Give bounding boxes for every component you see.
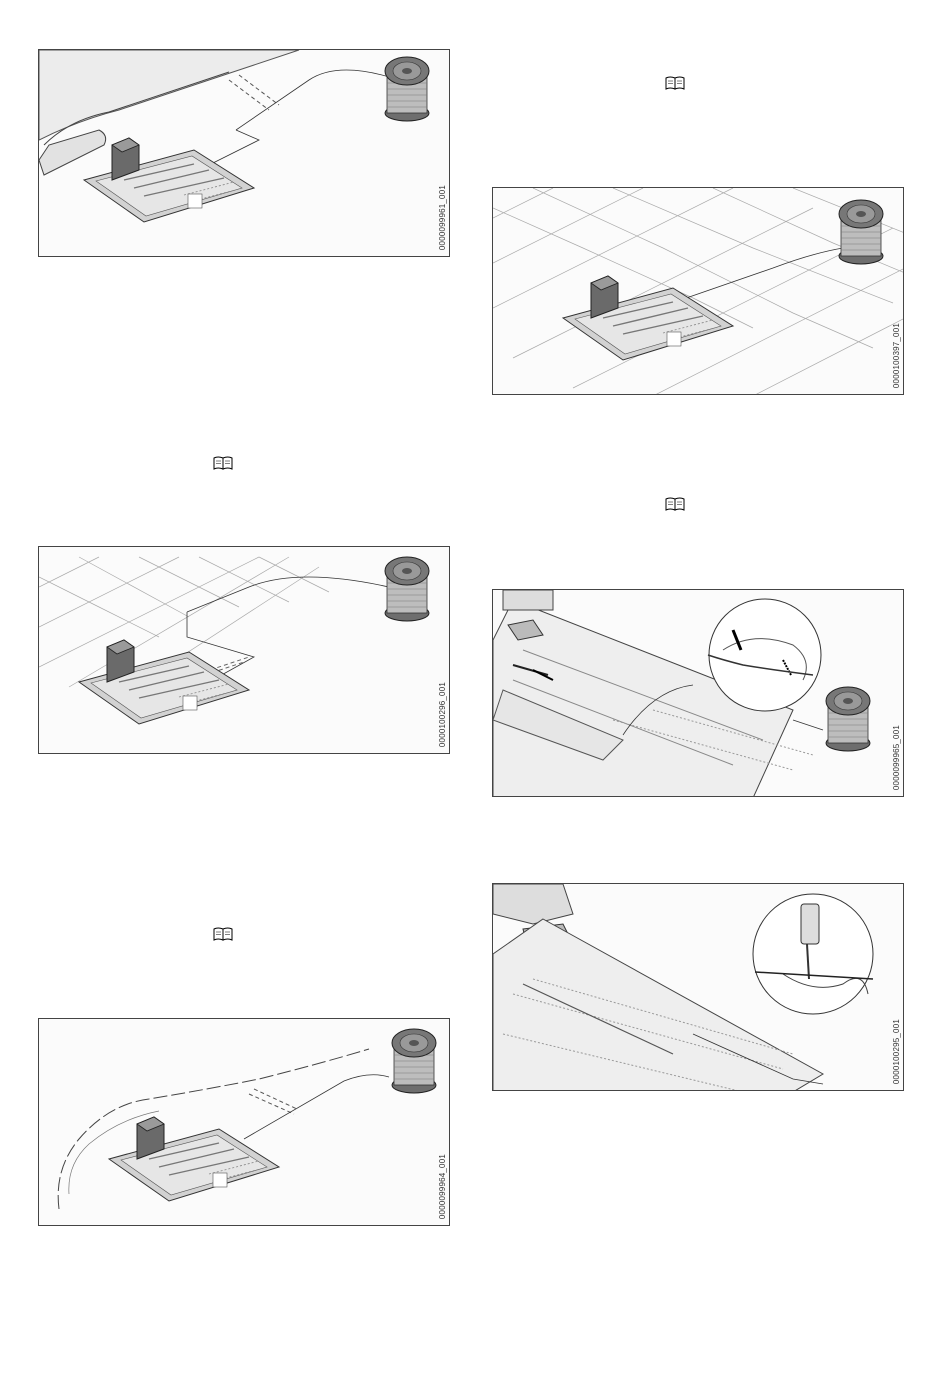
figure-paving-direct: 0000100397_001: [492, 187, 904, 395]
figure-code: 0000100295_001: [892, 1019, 901, 1084]
figure-code: 0000100296_001: [438, 682, 447, 747]
figure-wire-clip-detail: 0000099965_001: [492, 589, 904, 797]
book-icon: [213, 456, 233, 470]
figure-code: 0000099964_001: [438, 1154, 447, 1219]
figure-wall-install: 0000099961_001: [38, 49, 450, 257]
figure-code: 0000099961_001: [438, 185, 447, 250]
book-icon: [665, 497, 685, 511]
figure-code: 0000099965_001: [892, 725, 901, 790]
figure-hedge-install: 0000099964_001: [38, 1018, 450, 1226]
book-icon: [665, 76, 685, 90]
figure-code: 0000100397_001: [892, 323, 901, 388]
figure-peg-hammer: 0000100295_001: [492, 883, 904, 1091]
figure-paving-install: 0000100296_001: [38, 546, 450, 754]
book-icon: [213, 927, 233, 941]
